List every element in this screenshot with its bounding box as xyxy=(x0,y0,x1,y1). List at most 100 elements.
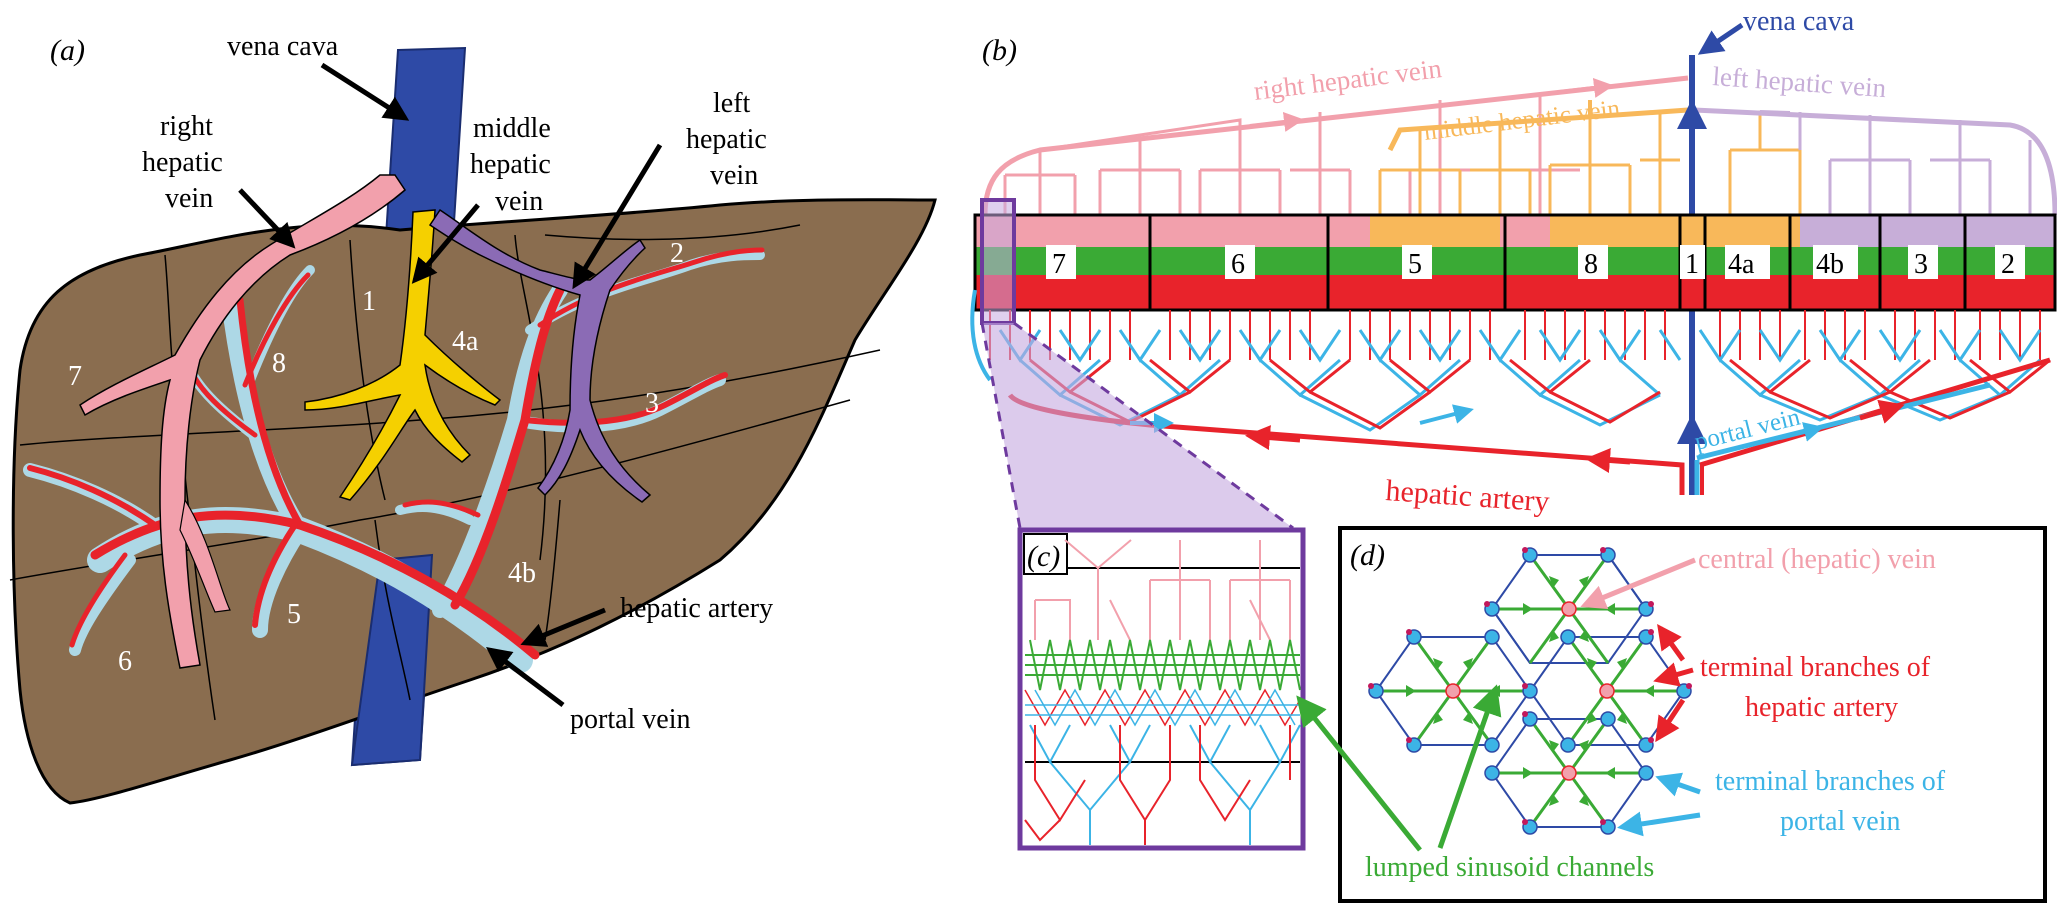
panel-b-segment-labels: 7 6 5 8 1 4a 4b 3 2 xyxy=(1046,245,2025,280)
b-segment-6: 6 xyxy=(1231,249,1245,280)
label-a-right-hepatic-2: hepatic xyxy=(142,147,223,178)
b-segment-4a: 4a xyxy=(1728,249,1755,280)
label-a-vena-cava: vena cava xyxy=(227,31,339,62)
band-purple xyxy=(1800,215,2055,247)
arrow-d-central-vein xyxy=(1580,557,1696,609)
panel-a-tag: (a) xyxy=(50,34,85,67)
ha-arrow-3 xyxy=(1859,399,1905,424)
b-segment-2: 2 xyxy=(2001,249,2015,280)
arrow-d-portal-2 xyxy=(1617,811,1701,837)
band-pink-mid xyxy=(1500,215,1550,247)
zoom-dash-2 xyxy=(1013,321,1294,530)
panel-b-tag: (b) xyxy=(982,34,1017,67)
panel-a: (a) xyxy=(9,31,937,805)
label-b-hepatic-artery: hepatic artery xyxy=(1385,474,1551,518)
arrow-a-portal-vein xyxy=(486,646,565,707)
panel-b: (b) xyxy=(970,6,2057,530)
middle-hepatic-vein xyxy=(304,209,502,501)
segment-1: 1 xyxy=(362,286,376,317)
b-segment-5: 5 xyxy=(1408,249,1422,280)
label-b-right-hepatic: right hepatic vein xyxy=(1252,53,1444,106)
segment-6: 6 xyxy=(118,646,132,677)
label-a-left-hepatic-2: hepatic xyxy=(686,124,767,155)
label-a-middle-hepatic-2: hepatic xyxy=(470,149,551,180)
label-a-left-hepatic-3: vein xyxy=(710,160,758,191)
label-a-right-hepatic-1: right xyxy=(160,111,213,142)
panel-c-tag-box xyxy=(1023,533,1068,575)
label-a-hepatic-artery: hepatic artery xyxy=(620,593,773,624)
arrow-a-hepatic-artery xyxy=(520,607,606,647)
lower-trees xyxy=(1019,358,2051,432)
panel-c-tag: (c) xyxy=(1027,540,1060,573)
b-segment-1: 1 xyxy=(1685,249,1699,280)
outer-bracket-left xyxy=(970,289,992,382)
artery-dots xyxy=(1368,547,1692,825)
label-a-portal-vein: portal vein xyxy=(570,704,691,735)
panel-c: (c) xyxy=(1017,527,1306,851)
arrow-d-artery-2 xyxy=(1653,662,1694,687)
segment-2: 2 xyxy=(670,238,684,269)
label-d-central-vein: central (hepatic) vein xyxy=(1698,544,1936,575)
label-b-portal-vein: portal vein xyxy=(1692,403,1803,455)
arrow-a-left-hepatic xyxy=(572,143,663,290)
b-segment-3: 3 xyxy=(1914,249,1928,280)
zoom-wedge xyxy=(982,323,1293,528)
panel-c-pink-tree xyxy=(1034,539,1291,641)
arrow-a-right-hepatic xyxy=(238,188,296,249)
band-red xyxy=(975,275,2055,310)
pink-branch-trees xyxy=(1003,95,1580,215)
label-a-left-hepatic-1: left xyxy=(713,88,751,119)
rhv-arrow-2 xyxy=(1249,111,1304,132)
band-yellow-2 xyxy=(1692,215,1800,247)
ha-arrow-2 xyxy=(1585,448,1631,473)
rhv-arrow xyxy=(1559,77,1614,98)
panel-d: (d) xyxy=(1338,526,2047,903)
arrow-d-artery-3 xyxy=(1655,698,1686,743)
segment-3: 3 xyxy=(645,388,659,419)
segment-7: 7 xyxy=(68,361,82,392)
panel-c-crossing-mesh xyxy=(1024,688,1301,727)
band-green xyxy=(975,247,2055,275)
panel-c-green-mesh xyxy=(1025,639,1301,691)
pv-arrow-3 xyxy=(1779,422,1824,442)
label-b-vena-cava: vena cava xyxy=(1743,6,1855,37)
purple-branch-trees xyxy=(1798,112,2032,215)
portal-nodes xyxy=(1368,547,1692,835)
label-d-portal-2: portal vein xyxy=(1780,806,1901,837)
segment-4a: 4a xyxy=(452,326,479,357)
central-vein-nodes xyxy=(1445,601,1615,781)
arrow-d-artery-1 xyxy=(1657,623,1686,662)
b-segment-4b: 4b xyxy=(1816,249,1844,280)
hepatic-artery-tree xyxy=(27,247,765,660)
right-hepatic-vein xyxy=(79,174,406,669)
liver-shape xyxy=(11,198,937,805)
b-segment-8: 8 xyxy=(1584,249,1598,280)
portal-fringe-v xyxy=(998,329,2042,363)
left-hepatic-vein-path xyxy=(1693,107,2057,216)
lhv-arrow xyxy=(1759,110,1791,115)
vena-cava-lower xyxy=(350,553,434,767)
segment-8: 8 xyxy=(272,348,286,379)
portal-vein-right-trunk xyxy=(1696,382,1991,461)
arrow-lumped-2 xyxy=(1437,684,1502,849)
label-d-artery-2: hepatic artery xyxy=(1745,692,1898,723)
arrow-b-vena-cava xyxy=(1697,22,1744,55)
arrow-a-middle-hepatic xyxy=(411,203,480,284)
ha-arrow-1 xyxy=(1245,425,1301,451)
arrow-lumped-1 xyxy=(1296,695,1422,852)
segment-4b: 4b xyxy=(508,558,536,589)
panel-d-frame xyxy=(1338,526,2047,903)
highlight-column xyxy=(980,198,1016,325)
panel-c-lower-tree xyxy=(1024,724,1301,845)
panel-a-segment-labels: 7 8 1 4a 2 3 6 5 4b xyxy=(68,238,684,677)
label-d-artery-1: terminal branches of xyxy=(1700,652,1931,683)
label-d-portal-1: terminal branches of xyxy=(1715,766,1946,797)
arrow-a-vena-cava xyxy=(320,62,410,121)
label-lumped-sinusoid: lumped sinusoid channels xyxy=(1365,852,1654,883)
label-b-left-hepatic: left hepatic vein xyxy=(1712,61,1888,103)
right-hepatic-vein-branch xyxy=(179,498,231,613)
segment-5: 5 xyxy=(287,599,301,630)
label-a-right-hepatic-3: vein xyxy=(165,183,213,214)
arrow-d-portal-1 xyxy=(1655,772,1701,797)
